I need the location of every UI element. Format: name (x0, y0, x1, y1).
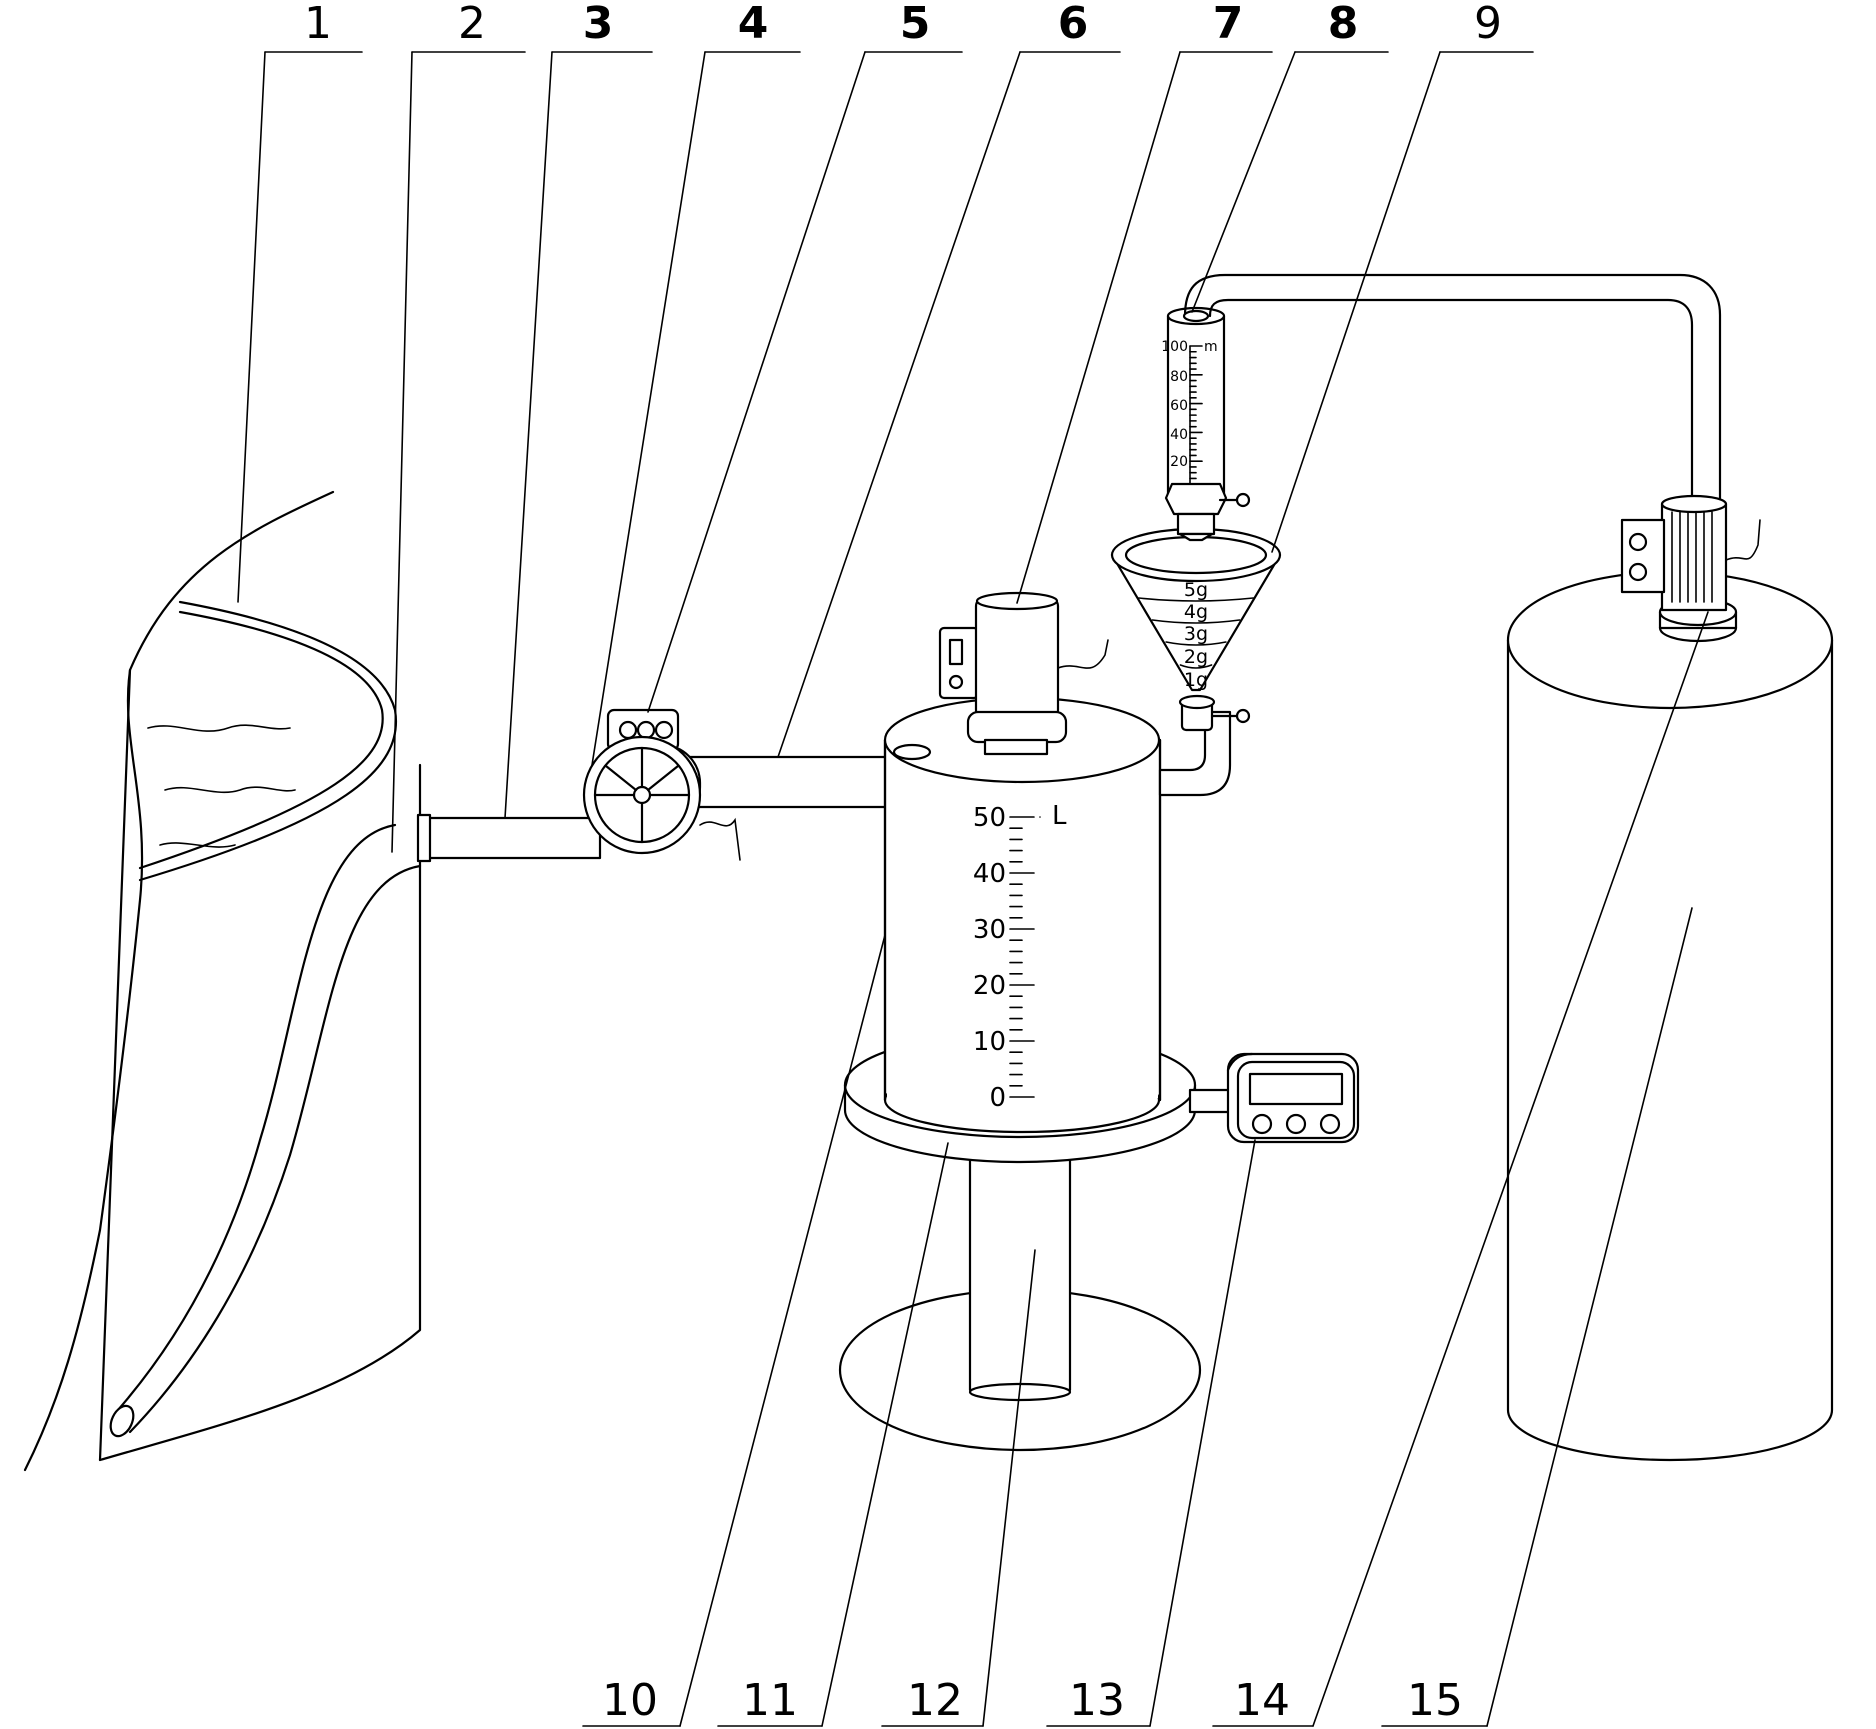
callout-9: 9 (1474, 0, 1502, 49)
funnel-scale-ring (1179, 664, 1213, 669)
storage-cylinder (1506, 570, 1834, 1462)
cylinder-scale-label: 40 (1170, 427, 1188, 443)
tank-outlet-elbow (1158, 710, 1232, 797)
overhead-tube (1182, 273, 1722, 500)
stand-base (838, 1148, 1202, 1452)
tank-scale-label: 20 (973, 971, 1006, 1001)
callout-6: 6 (1058, 0, 1089, 49)
collection-bag (23, 490, 422, 1472)
callout-1: 1 (304, 0, 332, 49)
cylinder-valve-head (1620, 494, 1761, 643)
funnel-scale-label: 5g (1184, 579, 1208, 601)
callout-2: 2 (458, 0, 486, 49)
callout-7: 7 (1213, 0, 1244, 49)
callout-4: 4 (738, 0, 769, 49)
callout-13: 13 (1069, 1675, 1125, 1726)
tank-scale-label: 10 (973, 1027, 1006, 1057)
weighing-display (1226, 1052, 1360, 1144)
top-leader-lines (237, 51, 1534, 853)
funnel-scale-label: 3g (1184, 623, 1208, 645)
callout-12: 12 (907, 1675, 963, 1726)
tank-scale-label: 0 (989, 1083, 1006, 1113)
bottom-callout-labels: 10 11 12 13 14 15 (602, 1675, 1463, 1726)
cylinder-scale-label: 100 (1161, 339, 1188, 355)
drain-hose (109, 823, 422, 1438)
tank-scale-label: 50 (973, 803, 1006, 833)
transfer-pipe (688, 755, 892, 809)
graduated-cylinder: 100806040200m (1161, 306, 1251, 542)
tank-scale-unit: L (1052, 801, 1067, 831)
stirring-motor (938, 591, 1109, 756)
cylinder-scale-label: 60 (1170, 398, 1188, 414)
callout-14: 14 (1234, 1675, 1290, 1726)
inlet-pipe (416, 813, 602, 863)
graduated-tank: 50 40 30 20 10 0 L (883, 696, 1162, 1134)
callout-5: 5 (900, 0, 931, 49)
callout-3: 3 (583, 0, 614, 49)
tank-scale-label: 30 (973, 915, 1006, 945)
tank-scale-label: 40 (973, 859, 1006, 889)
cylinder-scale-label: 80 (1170, 369, 1188, 385)
funnel-scale-label: 2g (1184, 646, 1208, 668)
cylinder-scale-label: 20 (1170, 454, 1188, 470)
top-callout-labels: 1 2 3 4 5 6 7 8 9 (304, 0, 1502, 49)
callout-10: 10 (602, 1675, 658, 1726)
funnel-scale-ring (1151, 619, 1241, 624)
callout-8: 8 (1328, 0, 1359, 49)
funnel-scale-label: 1g (1184, 669, 1208, 691)
air-pump (582, 708, 741, 861)
funnel-scale-ring (1137, 597, 1255, 602)
cylinder-scale-unit: m (1204, 339, 1218, 355)
callout-11: 11 (742, 1675, 798, 1726)
callout-15: 15 (1407, 1675, 1463, 1726)
tank-volume-scale: 50 40 30 20 10 0 (973, 803, 1041, 1113)
bottom-leader-lines (582, 611, 1709, 1727)
funnel-scale-ring (1165, 641, 1227, 646)
funnel-scale-label: 4g (1184, 601, 1208, 623)
